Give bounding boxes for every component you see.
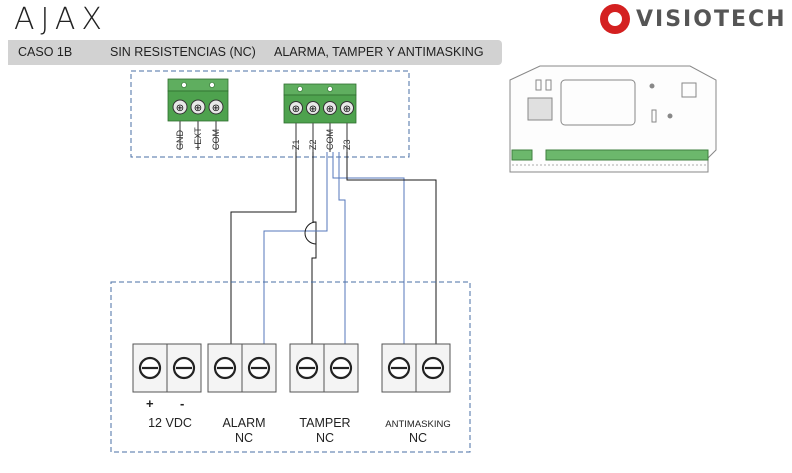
terminal-label-com: COM <box>211 129 221 150</box>
svg-text:⊕: ⊕ <box>343 104 351 115</box>
wire-crossover-hop <box>304 221 317 245</box>
terminal-label-z3: Z3 <box>342 139 352 150</box>
terminal-label-ext: +EXT <box>193 127 203 150</box>
label-tamper-type: NC <box>315 431 335 445</box>
wire-z2-tamper <box>311 152 317 345</box>
terminal-label-z2: Z2 <box>308 139 318 150</box>
wire-z1-alarm <box>230 152 297 345</box>
terminal-label-z1: Z1 <box>291 139 301 150</box>
power-terminal-block: ⊕ ⊕ ⊕ <box>167 78 229 150</box>
label-alarm: ALARM <box>222 416 266 430</box>
visiotech-mark-icon <box>600 4 630 34</box>
wire-com-tamper <box>338 152 346 345</box>
case-label: CASO 1B <box>18 45 73 59</box>
detector-terminal-frame <box>110 281 471 453</box>
svg-text:⊕: ⊕ <box>326 104 334 115</box>
svg-text:⊕: ⊕ <box>309 104 317 115</box>
terminal-label-gnd: GND <box>175 130 185 151</box>
detector-screws <box>138 356 445 380</box>
label-alarm-type: NC <box>234 431 254 445</box>
svg-text:⊕: ⊕ <box>212 103 220 114</box>
label-antimasking-type: NC <box>408 431 428 445</box>
svg-text:⊕: ⊕ <box>292 104 300 115</box>
label-tamper: TAMPER <box>299 416 351 430</box>
wire-z3-antimasking <box>346 152 437 345</box>
wire-com-alarm <box>263 152 328 345</box>
signals-label: ALARMA, TAMPER Y ANTIMASKING <box>274 45 484 59</box>
header-bar: CASO 1B SIN RESISTENCIAS (NC) ALARMA, TA… <box>8 40 502 65</box>
visiotech-wordmark: VISIOTECH <box>636 6 787 32</box>
svg-text:⊕: ⊕ <box>194 103 202 114</box>
panel-terminal-frame <box>130 70 410 158</box>
hub-board-image <box>509 65 717 173</box>
mode-label: SIN RESISTENCIAS (NC) <box>110 45 256 59</box>
svg-text:⊕: ⊕ <box>176 103 184 114</box>
visiotech-logo: VISIOTECH <box>600 4 787 34</box>
terminal-label-zone-com: COM <box>325 129 335 150</box>
polarity-plus: + <box>146 396 154 411</box>
label-antimasking: ANTIMASKING <box>385 419 451 430</box>
polarity-minus: - <box>180 396 185 411</box>
label-power-12vdc: 12 VDC <box>148 416 192 430</box>
wire-com-antimasking <box>332 152 405 345</box>
zone-terminal-block: ⊕ ⊕ ⊕ ⊕ <box>283 83 357 152</box>
ajax-logo: AJAX <box>14 2 108 37</box>
